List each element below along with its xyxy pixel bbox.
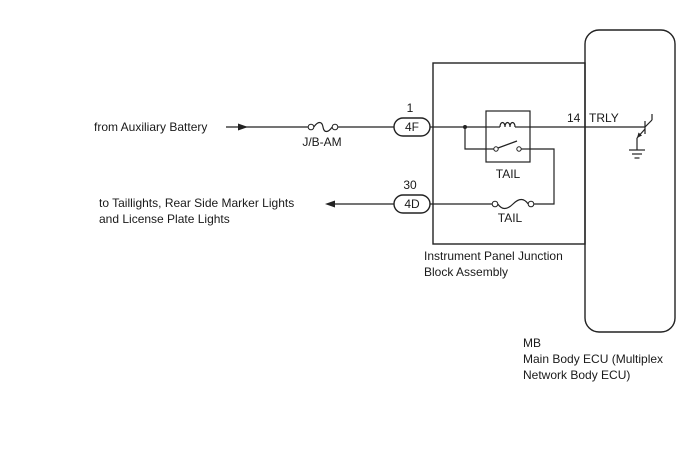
dest-label-line2: and License Plate Lights bbox=[99, 212, 230, 226]
output-arrow bbox=[325, 200, 335, 208]
junction-block-label-line1: Instrument Panel Junction bbox=[424, 249, 563, 263]
relay-switch-blade bbox=[497, 140, 518, 149]
ground-icon bbox=[629, 149, 645, 159]
ecu-pin-number: 14 bbox=[567, 111, 581, 125]
ecu-signal-name: TRLY bbox=[589, 111, 619, 125]
connector-4d-pin: 30 bbox=[403, 178, 417, 192]
relay-tail-label: TAIL bbox=[496, 167, 521, 181]
connector-4f-pin: 1 bbox=[407, 101, 414, 115]
connector-4f-code: 4F bbox=[405, 120, 419, 134]
fuse-jb-am bbox=[307, 121, 339, 133]
ecu-box bbox=[584, 29, 676, 333]
fuse-tail-label: TAIL bbox=[498, 211, 523, 225]
ecu-code-label: MB bbox=[523, 336, 541, 350]
relay-tail bbox=[485, 110, 531, 163]
wire-splice-to-relay-switch bbox=[464, 127, 486, 150]
source-label: from Auxiliary Battery bbox=[94, 120, 207, 134]
relay-contact-left bbox=[493, 146, 499, 152]
ecu-name-line2: Network Body ECU) bbox=[523, 368, 630, 382]
ecu-transistor bbox=[636, 114, 653, 150]
dest-label-line1: to Taillights, Rear Side Marker Lights bbox=[99, 196, 294, 210]
relay-contact-right bbox=[516, 146, 522, 152]
connector-4d-code: 4D bbox=[404, 197, 420, 211]
fuse-tail bbox=[491, 198, 535, 210]
wire-relay-to-tail-fuse bbox=[530, 148, 555, 205]
fuse-jb-am-label: J/B-AM bbox=[302, 135, 341, 149]
junction-block-box bbox=[432, 62, 586, 245]
junction-block-label-line2: Block Assembly bbox=[424, 265, 508, 279]
relay-coil bbox=[499, 121, 516, 128]
source-arrow bbox=[238, 123, 248, 131]
ecu-name-line1: Main Body ECU (Multiplex bbox=[523, 352, 663, 366]
